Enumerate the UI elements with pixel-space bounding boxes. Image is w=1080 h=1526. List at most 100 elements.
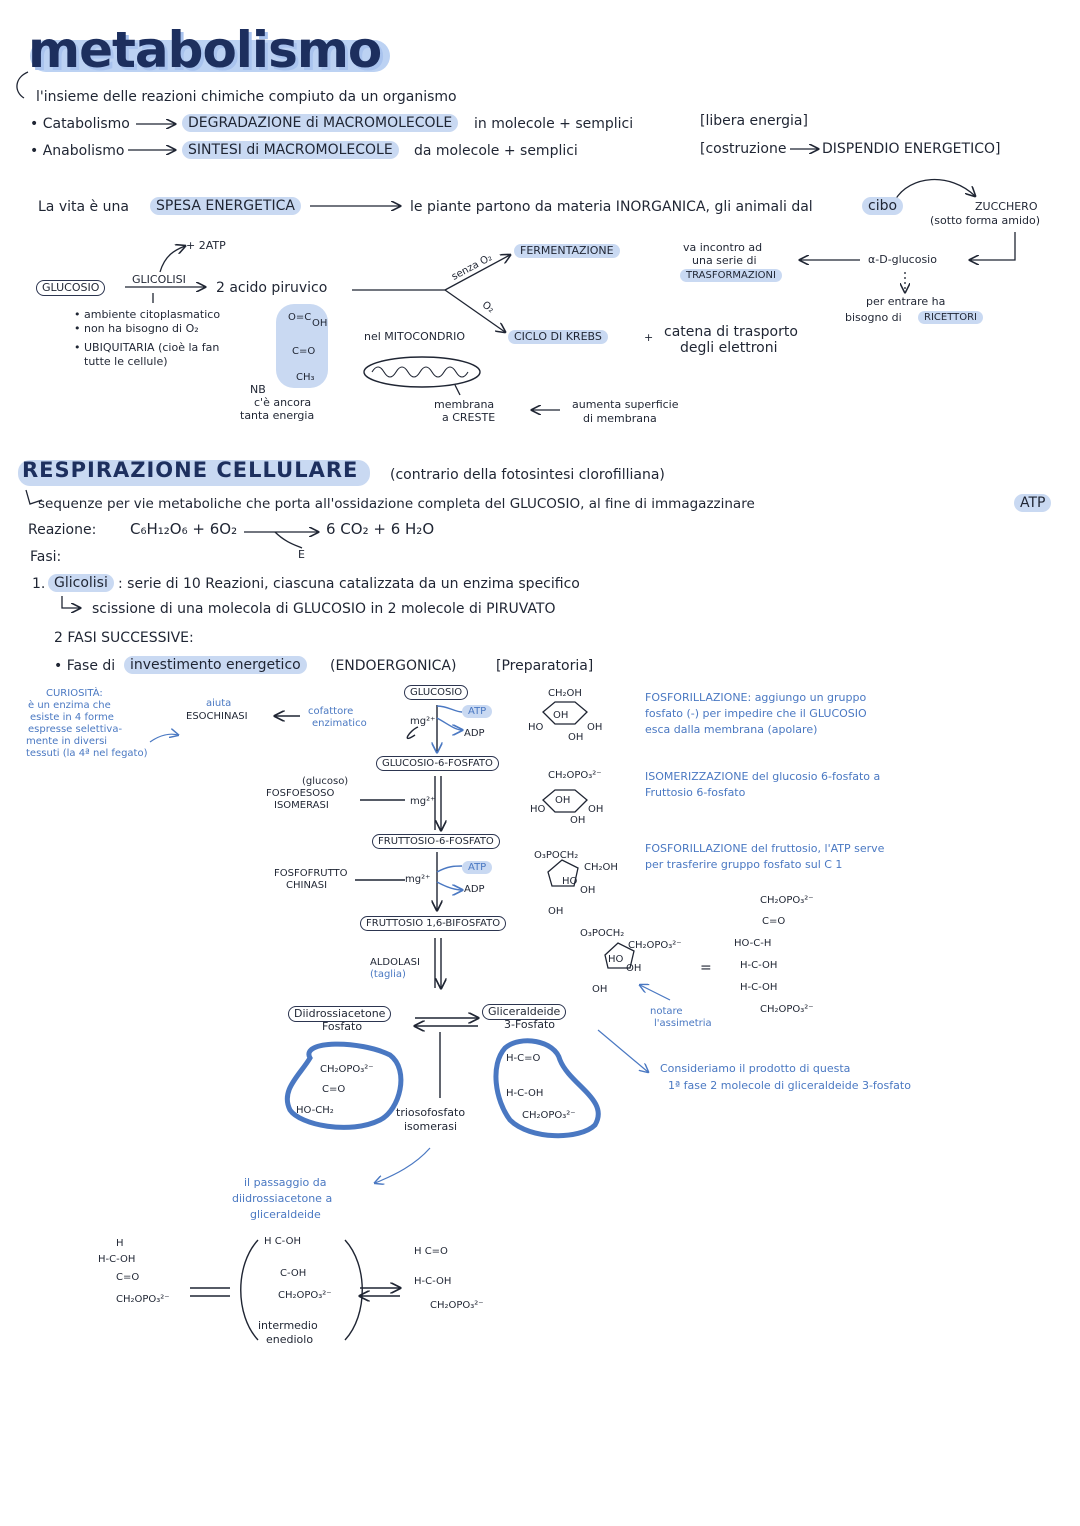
page-title: metabolismo [28, 21, 382, 79]
g3p-node-1: Gliceraldeide [482, 1004, 567, 1020]
endiol1-a: H [116, 1238, 124, 1249]
g3p-mol-1: H-C=O [506, 1053, 541, 1064]
note-2b: Fruttosio 6-fosfato [645, 786, 746, 799]
ciclo-krebs: CICLO DI KREBS [508, 330, 608, 344]
superficie-2: di membrana [583, 412, 657, 425]
g6p-node: GLUCOSIO-6-FOSFATO [376, 756, 499, 771]
atp-1: ATP [462, 705, 493, 718]
endiol2-c: CH₂OPO₃²⁻ [278, 1290, 332, 1301]
curiosita-1: CURIOSITÀ: [46, 688, 103, 699]
linear-6: CH₂OPO₃²⁻ [760, 1004, 814, 1015]
ring4-a: O₃POCH₂ [580, 928, 625, 939]
endiol3-a: H C=O [414, 1246, 448, 1257]
ring1-b: OH [553, 710, 569, 721]
endoergonica: (ENDOERGONICA) [330, 658, 457, 674]
investimento: investimento energetico [124, 656, 307, 674]
va-incontro-2: una serie di [692, 254, 757, 267]
linear-1: CH₂OPO₃²⁻ [760, 895, 814, 906]
aldolasi-2: (taglia) [370, 969, 406, 980]
linear-4: H-C-OH [740, 960, 778, 971]
resp-highlight [18, 460, 370, 486]
isomerasi-2: FOSFOESOSO [266, 788, 335, 799]
endiol1-b: H-C-OH [98, 1254, 136, 1265]
passaggio-3: gliceraldeide [250, 1208, 321, 1221]
ring2-d: OH [588, 804, 604, 815]
adp-2: ADP [464, 884, 485, 895]
curiosita-4: espresse selettiva- [28, 724, 123, 735]
glicolisi-scissione: scissione di una molecola di GLUCOSIO in… [92, 601, 556, 617]
fermentazione: FERMENTAZIONE [514, 244, 620, 258]
anabolismo-rest: da molecole + semplici [414, 143, 578, 159]
nb-1: NB [250, 383, 266, 396]
dha-mol-3: HO-CH₂ [296, 1105, 334, 1116]
zucchero: ZUCCHERO [975, 200, 1038, 213]
anabolismo-note-b: DISPENDIO ENERGETICO] [822, 141, 1001, 157]
ring1-e: OH [568, 732, 584, 743]
equals-sign: = [700, 960, 712, 976]
superficie-1: aumenta superficie [572, 398, 679, 411]
cofattore-1: cofattore [308, 706, 354, 717]
linear-3: HO-C-H [734, 938, 772, 949]
pyruvate-c1: O=C [288, 312, 312, 323]
catabolismo-label: • Catabolismo [30, 116, 130, 132]
trasformazioni: TRASFORMAZIONI [680, 269, 782, 282]
ring3-b: CH₂OH [584, 862, 618, 873]
notare-2: l'assimetria [654, 1018, 712, 1029]
glicolisi-desc: : serie di 10 Reazioni, ciascuna cataliz… [118, 576, 580, 592]
dha-node-2: Fosfato [322, 1020, 363, 1033]
resp-title: RESPIRAZIONE CELLULARE [22, 458, 359, 482]
reazione-e: E [298, 548, 305, 561]
isomerasi-3: ISOMERASI [274, 800, 329, 811]
nb-2: c'è ancora [254, 396, 312, 409]
aiuta: aiuta [206, 698, 232, 709]
reazione-prodotti: 6 CO₂ + 6 H₂O [326, 520, 435, 538]
glicolisi-label: GLICOLISI [132, 273, 186, 286]
cibo-highlight: cibo [862, 197, 904, 215]
glicolisi-highlight: Glicolisi [48, 574, 114, 592]
reazione-label: Reazione: [28, 522, 97, 538]
ring3-a: O₃POCH₂ [534, 850, 579, 861]
pyruvate-highlight [276, 304, 328, 388]
curiosita-6: tessuti (la 4ª nel fegato) [26, 748, 148, 759]
catabolismo-process: DEGRADAZIONE di MACROMOLECOLE [182, 114, 459, 132]
triosofosfato-2: isomerasi [404, 1120, 458, 1133]
linear-2: C=O [762, 916, 786, 927]
alfa-d-glucosio: α-D-glucosio [868, 253, 937, 266]
ricettori-2: bisogno di [845, 311, 902, 324]
glicolisi-num: 1. [32, 576, 46, 592]
passaggio-2: diidrossiacetone a [232, 1192, 333, 1205]
fase-label: • Fase di [54, 658, 116, 674]
mg-3: mg²⁺ [405, 874, 431, 885]
va-incontro-1: va incontro ad [683, 241, 763, 254]
adp-1: ADP [464, 728, 485, 739]
vita-text: La vita è una [38, 199, 129, 215]
ring2-e: OH [570, 815, 586, 826]
glucosio-box: GLUCOSIO [36, 280, 106, 296]
bullet-3: • UBIQUITARIA (cioè la fan [74, 341, 220, 354]
ring3-e: OH [548, 906, 564, 917]
g3p-mol-2: H-C-OH [506, 1088, 544, 1099]
pfk-1: FOSFOFRUTTO [274, 868, 348, 879]
definition: l'insieme delle reazioni chimiche compiu… [36, 89, 457, 105]
curiosita-2: è un enzima che [28, 700, 111, 711]
ring1-c: HO [528, 722, 544, 733]
fasi-label: Fasi: [30, 549, 62, 565]
catena-2: degli elettroni [680, 340, 778, 356]
pyruvate-ch3: CH₃ [296, 372, 315, 383]
title-highlight [30, 40, 390, 72]
considera-1: Consideriamo il prodotto di questa [660, 1062, 851, 1075]
ring1-a: CH₂OH [548, 688, 582, 699]
passaggio-1: il passaggio da [244, 1176, 327, 1189]
membrana-1: membrana [434, 398, 495, 411]
preparatoria: [Preparatoria] [496, 658, 594, 674]
note-1a: FOSFORILLAZIONE: aggiungo un gruppo [645, 691, 867, 704]
bullet-4: tutte le cellule) [84, 355, 168, 368]
ring3-d: OH [580, 885, 596, 896]
anabolismo-label: • Anabolismo [30, 143, 125, 159]
vita-highlight: SPESA ENERGETICA [150, 197, 301, 215]
atp-gain: + 2ATP [186, 239, 226, 252]
atp-2: ATP [462, 861, 493, 874]
intermedio: intermedio [258, 1319, 318, 1332]
g3p-mol-3: CH₂OPO₃²⁻ [522, 1110, 576, 1121]
